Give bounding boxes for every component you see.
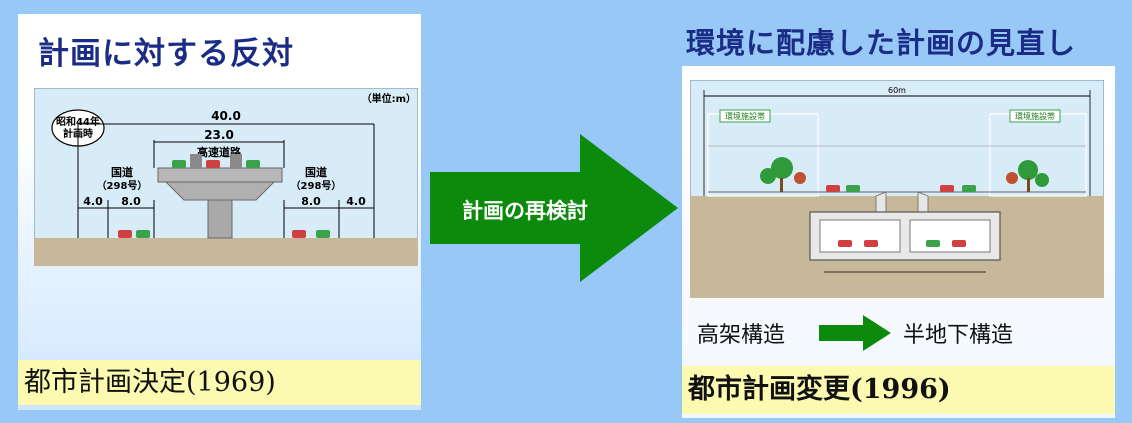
right-arrow-icon <box>819 315 891 351</box>
elevated-deck <box>157 167 283 183</box>
tree-icon <box>771 157 793 179</box>
national-road-label-left: 国道 <box>111 165 133 179</box>
car-icon <box>292 230 306 238</box>
deck-girder <box>164 181 276 201</box>
car-icon <box>864 240 878 247</box>
reconsider-arrow <box>430 134 678 282</box>
cut-wall-left <box>875 191 887 213</box>
tree-icon <box>1006 172 1018 184</box>
right-panel-title: 環境に配慮した計画の見直し <box>686 26 1077 60</box>
cut-wall-right <box>917 191 929 213</box>
structure-change: 高架構造 半地下構造 <box>697 315 1097 351</box>
reconsider-label: 計画の再検討 <box>462 199 588 223</box>
era-label-1: 昭和44年 <box>56 115 100 128</box>
structure-to-label: 半地下構造 <box>903 323 1014 348</box>
car-icon <box>172 160 186 168</box>
car-icon <box>316 230 330 238</box>
dim-highway-label: 23.0 <box>204 128 234 142</box>
ground <box>34 238 418 266</box>
car-icon <box>246 160 260 168</box>
car-icon <box>826 185 840 192</box>
dim-outer-left: 4.0 <box>83 195 103 208</box>
semi-underground-cross-section: 60m 環境施設帯 環境施設帯 <box>690 80 1104 298</box>
truck-icon <box>230 154 242 168</box>
tunnel-cell-left <box>819 219 901 253</box>
pier <box>207 199 233 239</box>
car-icon <box>926 240 940 247</box>
arrow-shape <box>819 315 891 351</box>
tree-icon <box>794 172 806 184</box>
route-label-right: （298号） <box>291 179 342 192</box>
car-icon <box>136 230 150 238</box>
car-icon <box>940 185 954 192</box>
unit-label: （単位:m） <box>362 92 416 105</box>
tree-icon <box>1035 173 1049 187</box>
car-icon <box>206 160 220 168</box>
truck-icon <box>190 154 202 168</box>
env-label-left: 環境施設帯 <box>725 111 765 121</box>
left-panel-title: 計画に対する反対 <box>38 36 294 72</box>
car-icon <box>952 240 966 247</box>
tree-trunk <box>1027 178 1030 192</box>
env-label-right-box <box>1009 109 1061 123</box>
tree-trunk <box>780 178 783 192</box>
total-width-label: 60m <box>888 86 906 95</box>
dim-inner-left: 8.0 <box>121 195 141 208</box>
car-icon <box>838 240 852 247</box>
national-road-label-right: 国道 <box>305 165 327 179</box>
car-icon <box>118 230 132 238</box>
env-label-left-box <box>719 109 771 123</box>
car-icon <box>846 185 860 192</box>
dim-inner-right: 8.0 <box>301 195 321 208</box>
car-icon <box>962 185 976 192</box>
left-footer-plan-decision: 都市計画決定(1969) <box>18 360 421 405</box>
tree-icon <box>1018 160 1038 180</box>
env-label-right: 環境施設帯 <box>1015 111 1055 121</box>
elevated-road-cross-section: （単位:m） 昭和44年 計画時 40.0 23.0 高速道路 国道 （298号… <box>34 88 418 266</box>
dim-outer-right: 4.0 <box>346 195 366 208</box>
route-label-left: （298号） <box>97 179 148 192</box>
right-footer-plan-change: 都市計画変更(1996) <box>682 366 1115 414</box>
big-arrow-icon <box>430 134 678 282</box>
structure-from-label: 高架構造 <box>697 323 786 348</box>
tunnel-cell-right <box>909 219 991 253</box>
dim-total-label: 40.0 <box>211 109 241 123</box>
